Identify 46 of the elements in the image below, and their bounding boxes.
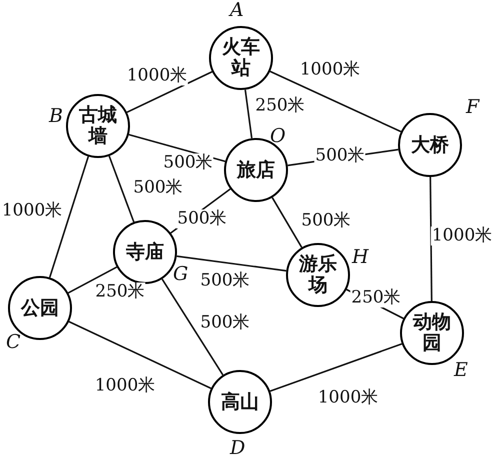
road-line (68, 320, 212, 390)
distance-label: 250米 (254, 96, 306, 116)
point-letter: F (466, 97, 480, 117)
road-line (161, 278, 224, 376)
road-line (48, 156, 90, 278)
point-letter: B (49, 106, 63, 126)
place-name: 高山 (220, 392, 260, 412)
road-line (270, 343, 402, 392)
road-line (176, 255, 286, 272)
point-letter: C (6, 332, 21, 352)
distance-label: 1000米 (430, 226, 494, 246)
road-line (108, 156, 135, 222)
distance-label: 500米 (176, 210, 228, 228)
distance-label: 500米 (132, 178, 184, 198)
place-name: 游乐场 (298, 254, 338, 296)
place-name: 大桥 (410, 134, 450, 156)
road-line (68, 266, 118, 294)
distance-label: 500米 (314, 146, 366, 166)
point-letter: D (230, 438, 246, 455)
place-name: 动物园 (412, 312, 452, 354)
place-name: 公园 (20, 298, 60, 318)
distance-label: 1000米 (126, 66, 188, 86)
road-line (126, 71, 212, 113)
point-letter: G (173, 264, 188, 284)
distance-label: 500米 (162, 154, 214, 172)
distance-label: 500米 (199, 272, 251, 290)
distance-label: 1000米 (94, 376, 156, 396)
distance-label: 500米 (300, 212, 352, 230)
point-letter: H (352, 247, 369, 267)
road-line (272, 197, 302, 248)
road-line (430, 177, 432, 301)
point-letter: O (270, 126, 286, 146)
distance-label: 1000米 (298, 60, 362, 80)
point-letter: A (230, 0, 244, 20)
place-name: 旅店 (236, 160, 276, 180)
point-letter: E (454, 360, 468, 380)
distance-label: 500米 (199, 314, 251, 332)
distance-label: 1000米 (316, 388, 380, 408)
distance-label: 1000米 (0, 202, 64, 220)
place-name: 古城墙 (78, 105, 118, 147)
place-name: 火车站 (221, 37, 261, 79)
distance-label: 250米 (94, 282, 146, 302)
place-name: 寺庙 (125, 242, 165, 262)
distance-label: 250米 (350, 288, 402, 308)
road-line (244, 90, 253, 138)
road-line (270, 70, 402, 132)
